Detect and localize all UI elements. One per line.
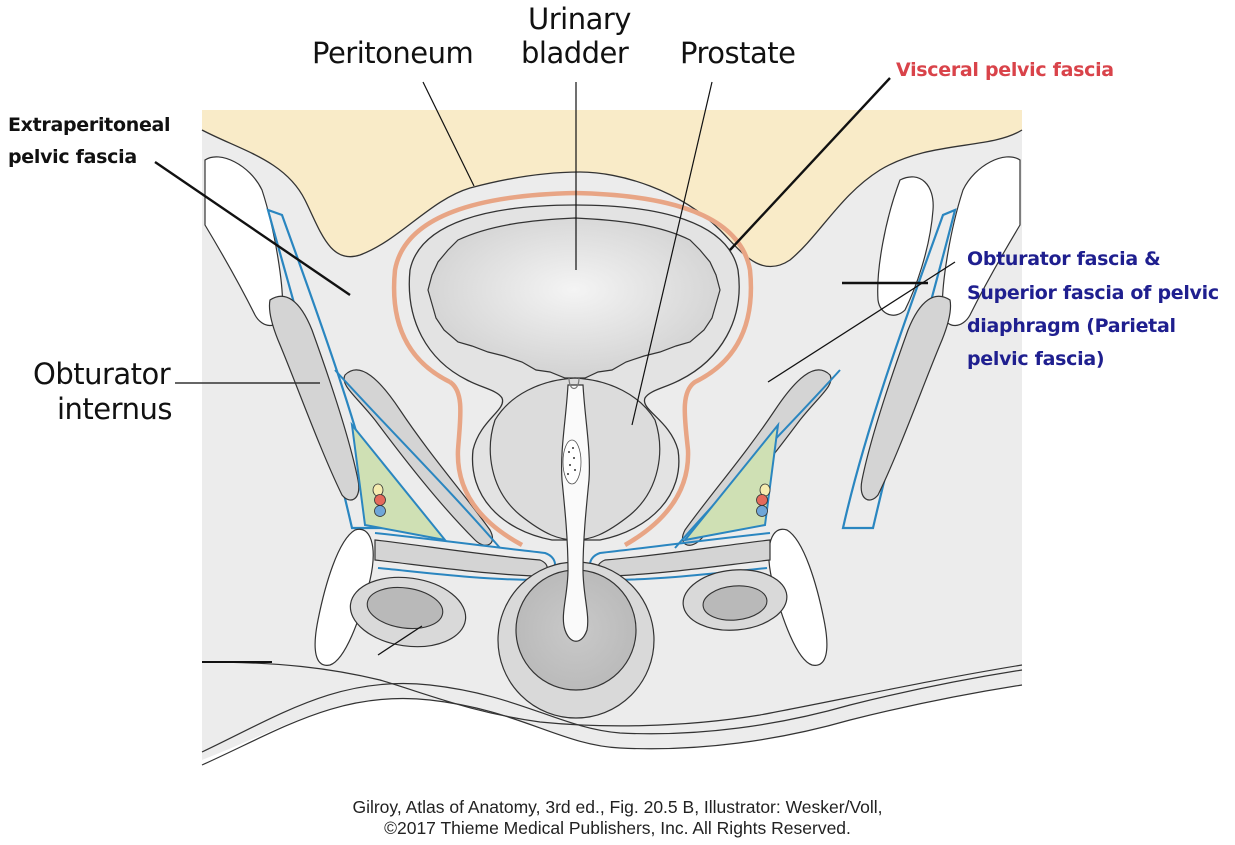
perineum-skin-region bbox=[202, 685, 1022, 770]
label-obturator-fascia-line4: pelvic fascia) bbox=[967, 348, 1105, 370]
urethral-orifice bbox=[568, 377, 580, 390]
credit-line1: Gilroy, Atlas of Anatomy, 3rd ed., Fig. … bbox=[352, 797, 883, 817]
seminal-colliculus bbox=[562, 439, 582, 485]
left-levator-fascia bbox=[334, 369, 501, 549]
right-ilium-bone-inner bbox=[877, 176, 934, 316]
left-obturator-internus-muscle bbox=[268, 295, 360, 501]
label-obturator-internus-line1: Obturator bbox=[33, 357, 171, 391]
skin-outer-line bbox=[201, 684, 1023, 766]
right-ischioanal-fossa bbox=[682, 421, 780, 542]
crus-leader bbox=[377, 625, 423, 656]
right-ischiocavernosus-inner bbox=[702, 585, 768, 621]
pelvic-floor-line bbox=[201, 661, 1023, 727]
skin-inner-line bbox=[201, 669, 1023, 753]
visceral-fascia-outline bbox=[391, 190, 754, 547]
label-obturator-fascia-line3: diaphragm (Parietal bbox=[967, 315, 1176, 337]
left-ischium-bone bbox=[314, 528, 374, 666]
extraperitoneal-leader bbox=[154, 161, 351, 296]
obturator-fascia-leader-2 bbox=[767, 261, 956, 383]
right-pudendal-bundle bbox=[756, 483, 771, 517]
label-extraperitoneal-line2: pelvic fascia bbox=[8, 146, 137, 168]
label-prostate: Prostate bbox=[680, 36, 796, 70]
left-ischiocavernosus-inner bbox=[366, 586, 444, 630]
visceral-fascia-leader bbox=[729, 77, 891, 251]
label-obturator-internus-line2: internus bbox=[57, 392, 172, 426]
label-extraperitoneal-line1: Extraperitoneal bbox=[8, 114, 171, 136]
label-obturator-fascia-line1: Obturator fascia & bbox=[967, 248, 1161, 270]
urethra bbox=[561, 384, 590, 642]
label-urinary-bladder-line2: bladder bbox=[521, 36, 629, 70]
prostatic-utricle-dots bbox=[567, 447, 576, 475]
prostate-leader bbox=[631, 81, 713, 426]
left-pudendal-bundle bbox=[372, 483, 386, 517]
label-urinary-bladder-line1: Urinary bbox=[528, 2, 631, 36]
figure-credit: Gilroy, Atlas of Anatomy, 3rd ed., Fig. … bbox=[0, 797, 1235, 839]
label-peritoneum: Peritoneum bbox=[312, 36, 474, 70]
label-visceral-pelvic-fascia: Visceral pelvic fascia bbox=[896, 59, 1114, 81]
credit-line2: ©2017 Thieme Medical Publishers, Inc. Al… bbox=[384, 818, 851, 838]
label-obturator-fascia-line2: Superior fascia of pelvic bbox=[967, 282, 1219, 304]
peritoneal-cavity bbox=[202, 110, 1022, 267]
peritoneum-leader bbox=[422, 81, 475, 187]
right-obturator-internus-muscle bbox=[860, 295, 952, 501]
peritoneum-line bbox=[201, 129, 1023, 268]
